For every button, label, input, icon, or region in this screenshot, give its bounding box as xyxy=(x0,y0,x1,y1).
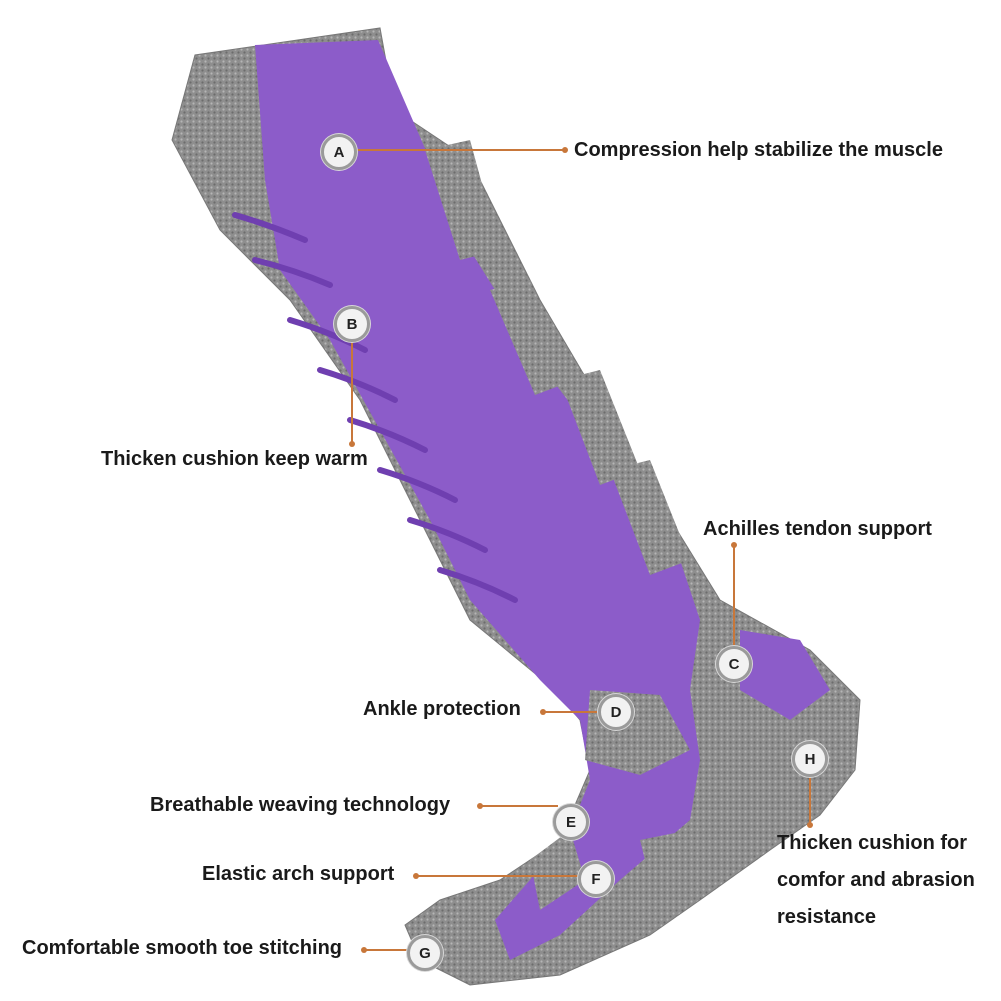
label-g: Comfortable smooth toe stitching xyxy=(22,937,342,959)
leader-lines xyxy=(351,149,811,951)
label-h: Thicken cushion for comfor and abrasion … xyxy=(777,832,975,928)
badge-d: D xyxy=(598,694,634,730)
leader-dots xyxy=(349,147,813,953)
badge-a: A xyxy=(321,134,357,170)
calf-stripes xyxy=(232,212,518,603)
badge-h: H xyxy=(792,741,828,777)
purple-heel-accent xyxy=(740,630,830,720)
label-f: Elastic arch support xyxy=(202,863,395,885)
foot-patches xyxy=(530,830,700,910)
badge-g: G xyxy=(407,935,443,971)
label-b: Thicken cushion keep warm xyxy=(101,448,368,470)
badge-b: B xyxy=(334,306,370,342)
badge-e: E xyxy=(553,804,589,840)
label-d: Ankle protection xyxy=(363,698,521,720)
label-a: Compression help stabilize the muscle xyxy=(574,139,943,161)
badge-c: C xyxy=(716,646,752,682)
shin-patches xyxy=(425,140,690,575)
label-e: Breathable weaving technology xyxy=(150,794,451,816)
badge-f: F xyxy=(578,861,614,897)
label-c: Achilles tendon support xyxy=(703,518,932,540)
